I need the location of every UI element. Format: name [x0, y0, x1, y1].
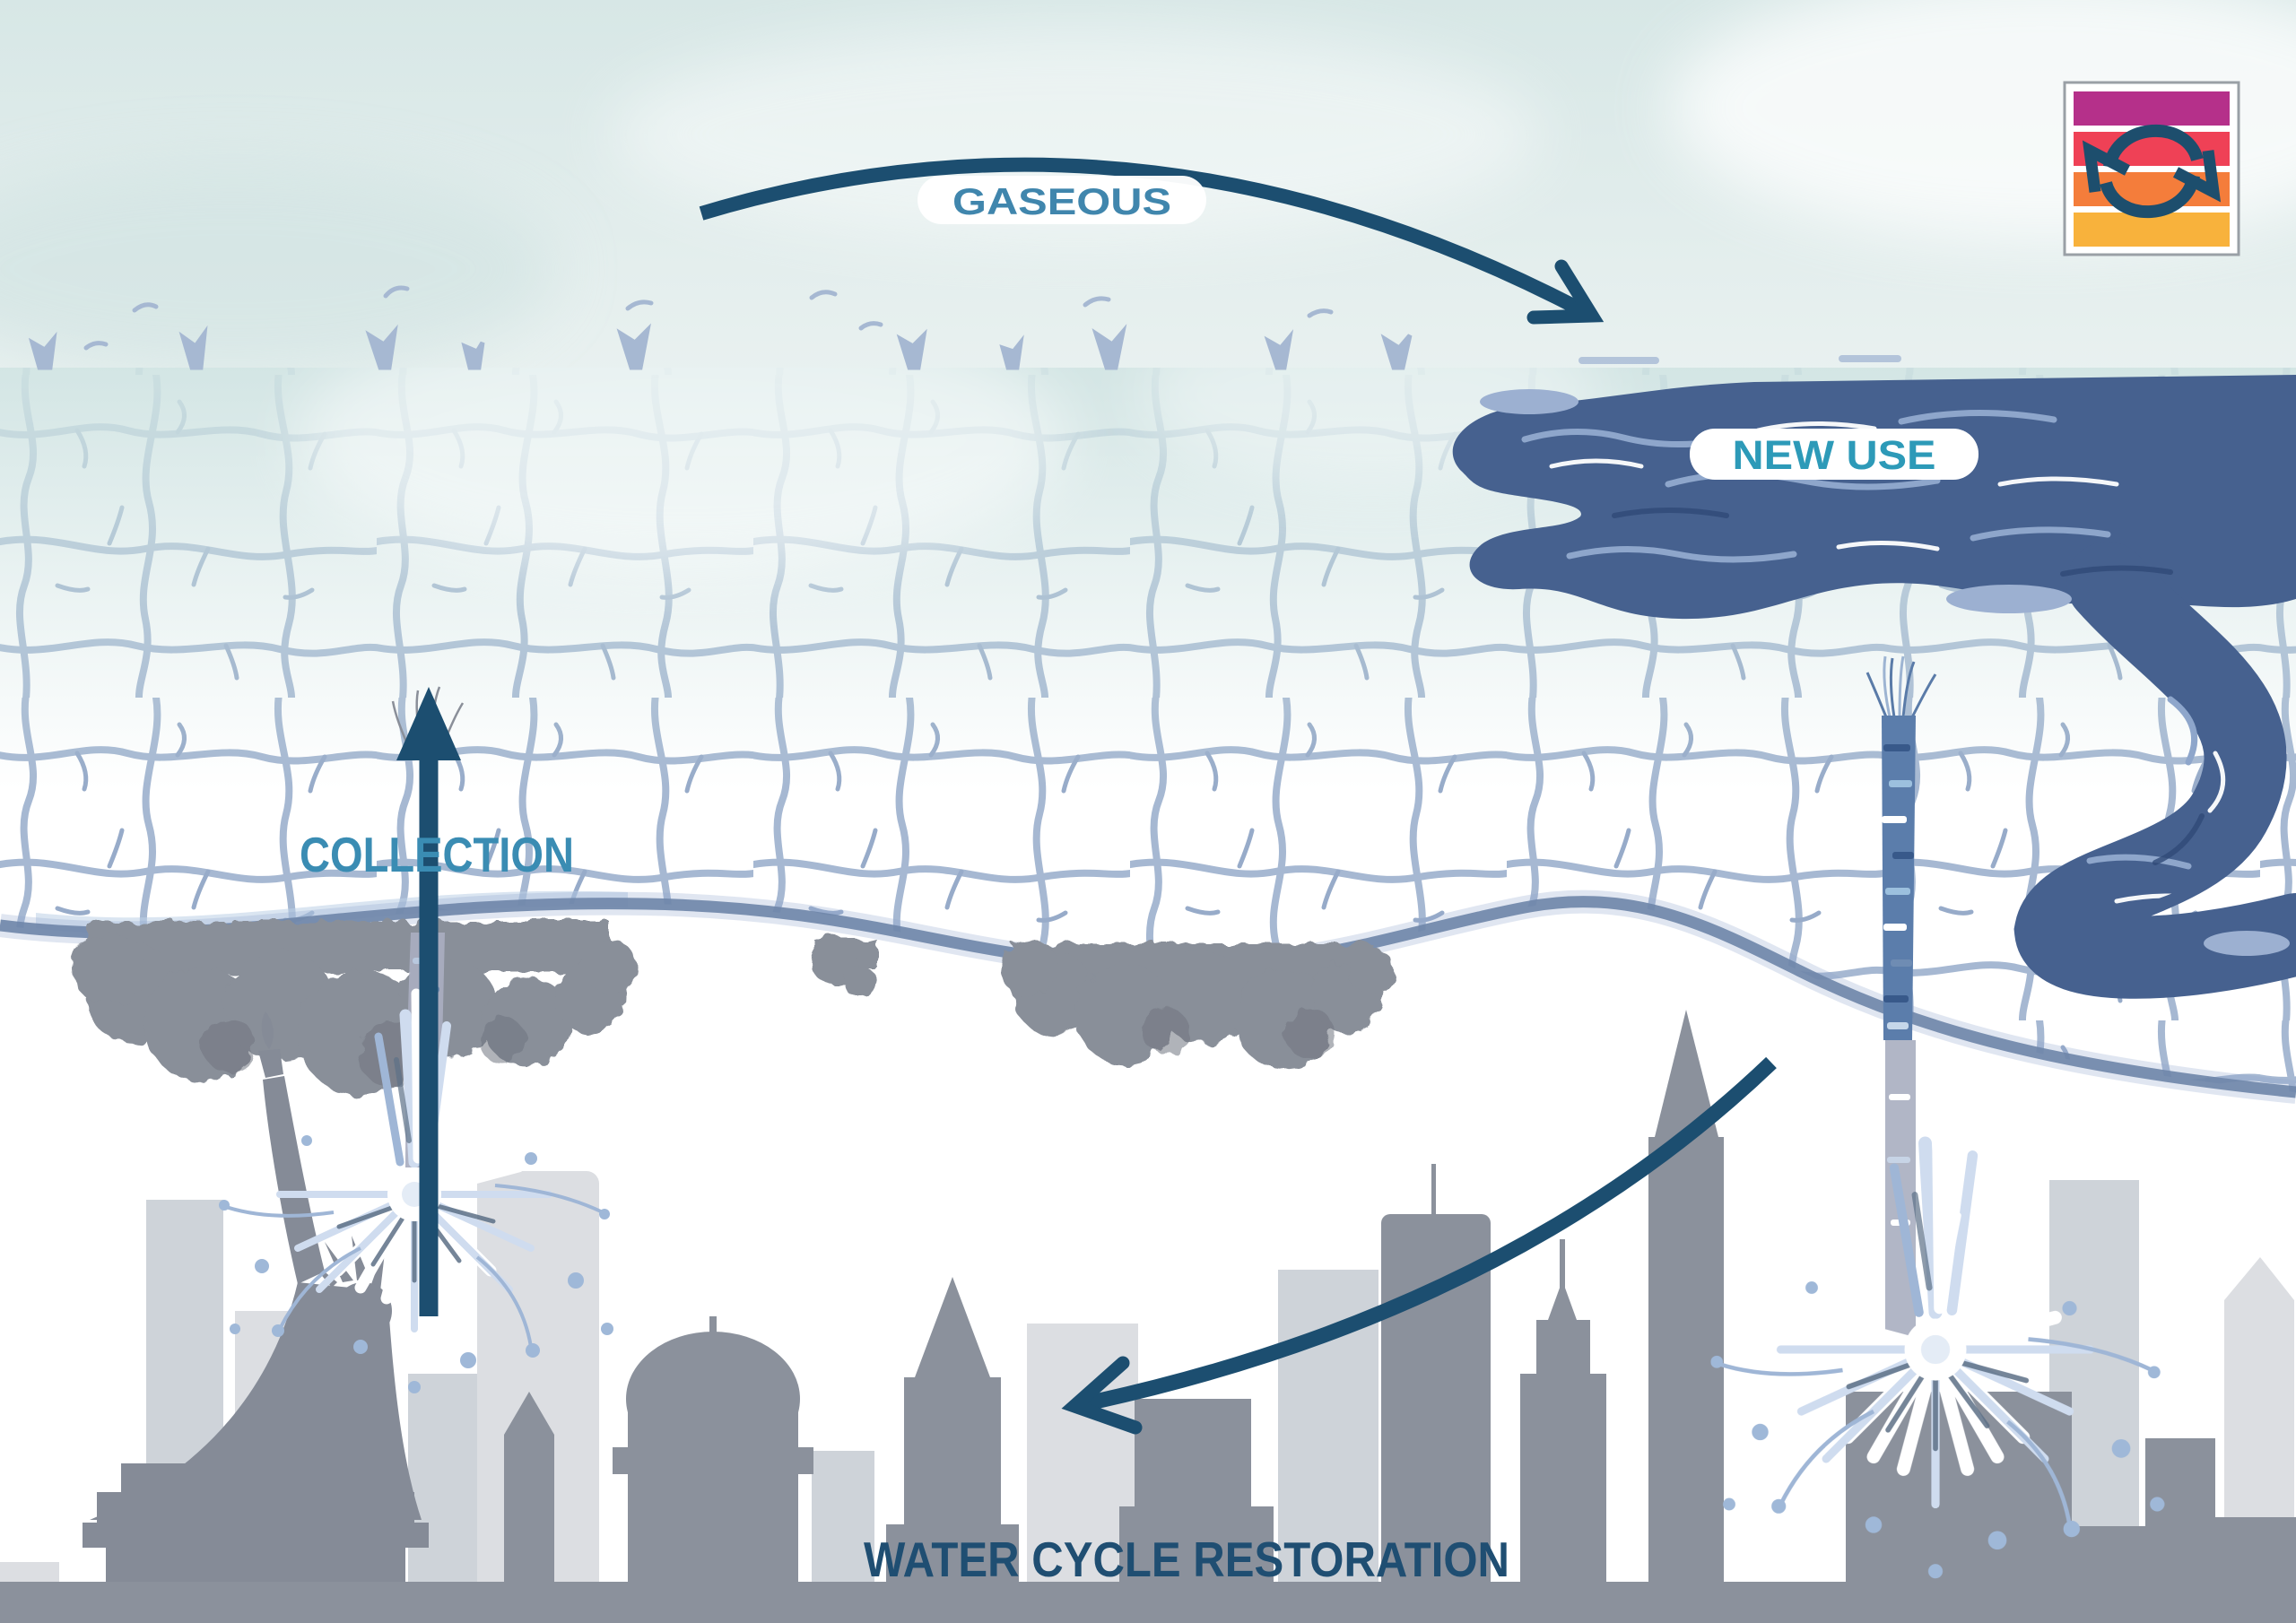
- cycle-arrows-icon: [2082, 125, 2222, 218]
- collection-arrow: [396, 687, 461, 1316]
- label-new-use: NEW USE: [1690, 429, 1979, 480]
- column-speckles: [1882, 744, 1914, 1029]
- restoration-arrow: [1061, 1056, 1777, 1435]
- building-steps: [2072, 1438, 2296, 1623]
- skyline-front: [0, 1010, 2296, 1623]
- restoration-text: WATER CYCLE RESTORATION: [864, 1532, 1509, 1587]
- inverted-trees: [72, 922, 1394, 1096]
- logo-stripe-amber: [2074, 213, 2230, 247]
- cycle-logo: [2063, 81, 2240, 256]
- geyser-right: [1710, 655, 2164, 1578]
- river-body: [1452, 375, 2296, 620]
- collection-text: COLLECTION: [300, 827, 574, 882]
- city-base: [0, 1582, 2296, 1623]
- building-empire-style: [1520, 1239, 1606, 1623]
- tree-cluster-middle: [811, 938, 1394, 1069]
- arrowhead: [396, 687, 461, 760]
- label-gaseous: GASEOUS: [918, 176, 1206, 224]
- river-edge-patches: [1480, 355, 2290, 956]
- building-pointed-roof: [504, 1392, 554, 1623]
- building-tower-antenna: [1381, 1164, 1491, 1623]
- label-pill: [918, 176, 1206, 224]
- logo-stripe-magenta: [2074, 91, 2230, 126]
- building-dome: [613, 1316, 813, 1623]
- cloud: [610, 27, 1543, 242]
- gaseous-text: GASEOUS: [952, 180, 1171, 222]
- cloud: [0, 161, 556, 377]
- spray-wisps: [1866, 655, 1937, 722]
- water-column-upper: [1882, 716, 1916, 1040]
- building: [408, 1374, 485, 1623]
- river: [1452, 355, 2296, 999]
- new-use-text: NEW USE: [1733, 432, 1936, 478]
- crack-edge-fragments: [28, 285, 1413, 370]
- gaseous-arrow: [699, 157, 1605, 325]
- building-cone-spire: [1648, 1010, 1724, 1623]
- label-pill: [1690, 429, 1979, 480]
- river-branch: [2013, 542, 2296, 999]
